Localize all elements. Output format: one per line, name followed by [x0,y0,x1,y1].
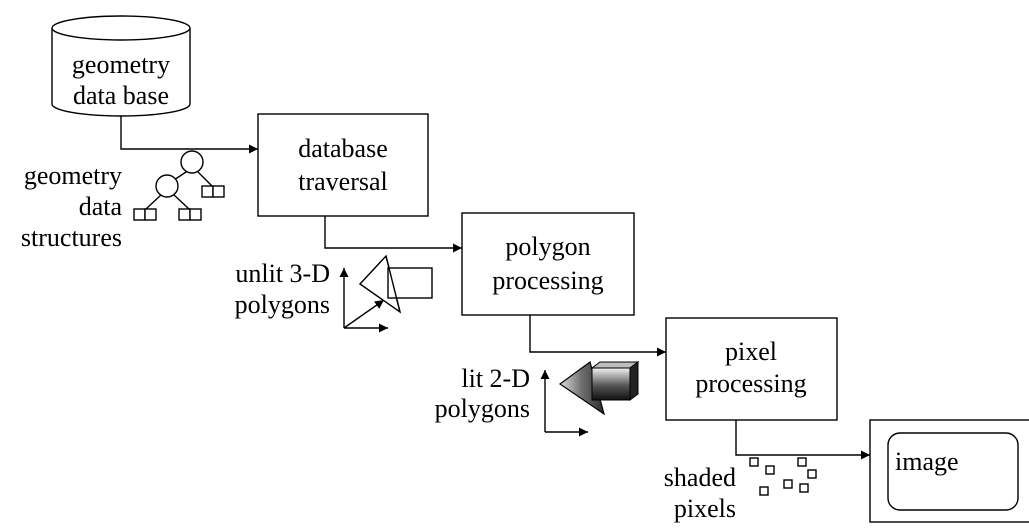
unlit-3d-polygons-label: unlit 3-D polygons [235,259,330,319]
stage-polygon-processing: polygon processing [461,212,635,316]
stage-polygon-line1: polygon [505,232,590,261]
structures-line1: geometry [24,161,122,190]
stage-traversal-line2: traversal [298,167,388,196]
lit-2d-polygons-label: lit 2-D polygons [435,364,530,423]
unlit-polygons-icon [358,254,433,314]
image-label: image [895,447,959,476]
stage-polygon-line2: processing [492,266,603,295]
unlit-line1: unlit 3-D [235,259,330,288]
stage-pixel-line2: processing [695,369,806,398]
tree-structure-icon [133,150,225,221]
shaded-pixels-label: shaded pixels [664,463,736,523]
database-label-line1: geometry [72,50,170,79]
stage-database-traversal: database traversal [257,113,429,217]
connector-traversal-to-polygon [324,216,462,253]
connector-pixel-to-image [735,420,870,460]
image-output-frame: image [869,419,1029,523]
connector-polygon-to-pixel [529,315,666,357]
stage-pixel-line1: pixel [725,337,777,366]
stage-pixel-processing: pixel processing [665,317,838,421]
structures-line3: structures [21,223,122,252]
shaded-line1: shaded [664,463,736,492]
3d-axes-icon [339,268,388,333]
unlit-line2: polygons [235,290,330,319]
shaded-line2: pixels [674,494,736,523]
structures-line2: data [79,192,123,221]
lit-polygons-icon [558,360,640,416]
geometry-database-cylinder: geometry data base [51,15,191,117]
2d-axes-icon [540,370,588,437]
connector-database-to-traversal [120,116,258,154]
database-label-line2: data base [73,81,169,110]
lit-line2: polygons [435,394,530,423]
pixel-squares-icon [749,457,817,496]
stage-traversal-line1: database [298,134,388,163]
geometry-data-structures-label: geometry data structures [21,161,123,252]
lit-line1: lit 2-D [461,364,530,393]
